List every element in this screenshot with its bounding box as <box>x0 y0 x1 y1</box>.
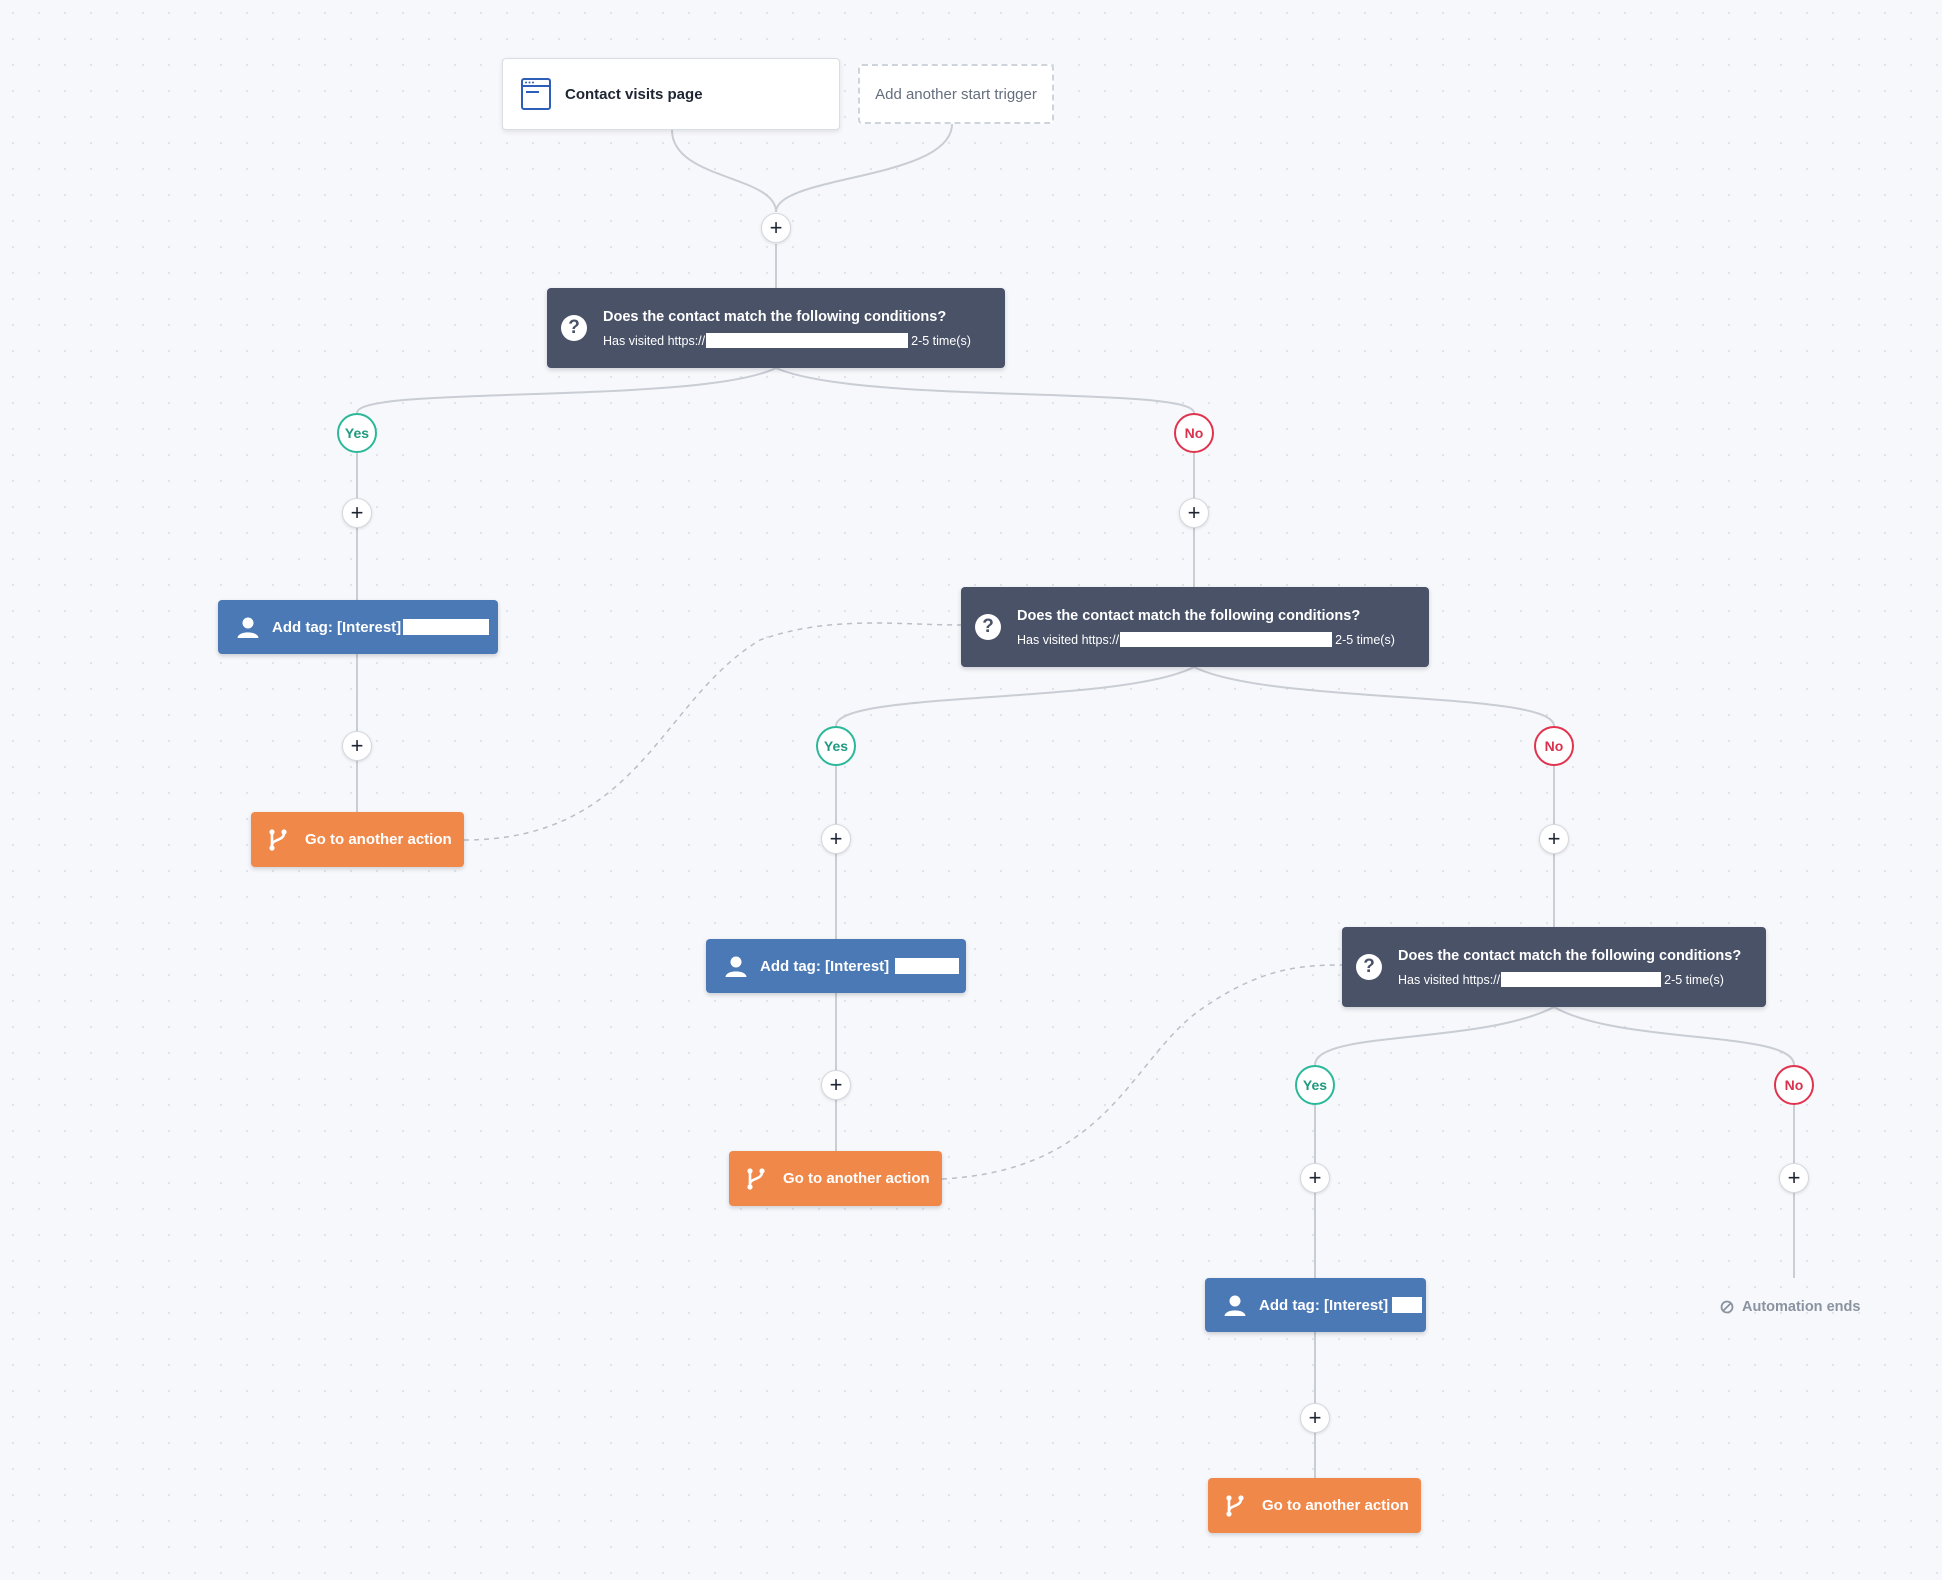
add-step-button[interactable]: + <box>761 213 791 243</box>
redacted-url <box>706 333 909 348</box>
condition-block-1[interactable]: ? Does the contact match the following c… <box>547 288 1005 368</box>
yes-branch-badge: Yes <box>1295 1065 1335 1105</box>
question-icon: ? <box>975 614 1001 640</box>
go-to-label: Go to another action <box>783 1170 930 1187</box>
go-to-label: Go to another action <box>305 831 452 848</box>
add-step-button[interactable]: + <box>1179 498 1209 528</box>
automation-ends-text: Automation ends <box>1742 1299 1861 1315</box>
add-step-button[interactable]: + <box>821 824 851 854</box>
add-step-button[interactable]: + <box>1300 1163 1330 1193</box>
add-step-button[interactable]: + <box>1539 824 1569 854</box>
question-icon: ? <box>561 315 587 341</box>
browser-page-icon <box>521 78 551 110</box>
go-to-label: Go to another action <box>1262 1497 1409 1514</box>
redacted-tag <box>1392 1297 1423 1313</box>
condition-block-3[interactable]: ? Does the contact match the following c… <box>1342 927 1766 1007</box>
add-tag-action[interactable]: Add tag: [Interest] <box>1205 1278 1426 1332</box>
yes-branch-badge: Yes <box>816 726 856 766</box>
condition-frequency: 2-5 time(s) <box>1335 632 1395 647</box>
condition-frequency: 2-5 time(s) <box>911 333 971 348</box>
redacted-url <box>1501 972 1662 987</box>
add-tag-label: Add tag: [Interest] <box>1259 1296 1389 1314</box>
ban-icon <box>1720 1300 1734 1314</box>
add-step-button[interactable]: + <box>342 498 372 528</box>
redacted-url <box>1120 632 1333 647</box>
automation-ends-label: Automation ends <box>1720 1296 1880 1318</box>
condition-title: Does the contact match the following con… <box>1017 608 1361 624</box>
condition-frequency: 2-5 time(s) <box>1664 972 1724 987</box>
redacted-tag <box>895 958 960 974</box>
add-step-button[interactable]: + <box>342 731 372 761</box>
no-branch-badge: No <box>1534 726 1574 766</box>
condition-url-prefix: Has visited https:// <box>1398 972 1501 987</box>
redacted-tag <box>403 619 490 635</box>
branch-icon <box>269 828 287 851</box>
condition-block-2[interactable]: ? Does the contact match the following c… <box>961 587 1429 667</box>
start-trigger-card[interactable]: Contact visits page <box>502 58 840 130</box>
user-icon <box>725 956 747 977</box>
no-branch-badge: No <box>1174 413 1214 453</box>
condition-url-prefix: Has visited https:// <box>603 333 706 348</box>
condition-url-prefix: Has visited https:// <box>1017 632 1120 647</box>
trigger-label: Contact visits page <box>565 85 703 103</box>
add-step-button[interactable]: + <box>1779 1163 1809 1193</box>
add-tag-action[interactable]: Add tag: [Interest] <box>706 939 966 993</box>
no-branch-badge: No <box>1774 1065 1814 1105</box>
question-icon: ? <box>1356 954 1382 980</box>
add-tag-action[interactable]: Add tag: [Interest] <box>218 600 498 654</box>
user-icon <box>237 617 259 638</box>
add-tag-label: Add tag: [Interest] <box>272 618 402 636</box>
branch-icon <box>1226 1494 1244 1517</box>
yes-branch-badge: Yes <box>337 413 377 453</box>
add-tag-label: Add tag: [Interest] <box>760 957 890 975</box>
add-step-button[interactable]: + <box>821 1070 851 1100</box>
add-start-trigger-button[interactable]: Add another start trigger <box>858 64 1054 124</box>
condition-title: Does the contact match the following con… <box>603 309 947 325</box>
go-to-action[interactable]: Go to another action <box>1208 1478 1421 1533</box>
add-step-button[interactable]: + <box>1300 1403 1330 1433</box>
condition-title: Does the contact match the following con… <box>1398 948 1742 964</box>
go-to-action[interactable]: Go to another action <box>251 812 464 867</box>
branch-icon <box>747 1167 765 1190</box>
go-to-action[interactable]: Go to another action <box>729 1151 942 1206</box>
user-icon <box>1224 1295 1246 1316</box>
